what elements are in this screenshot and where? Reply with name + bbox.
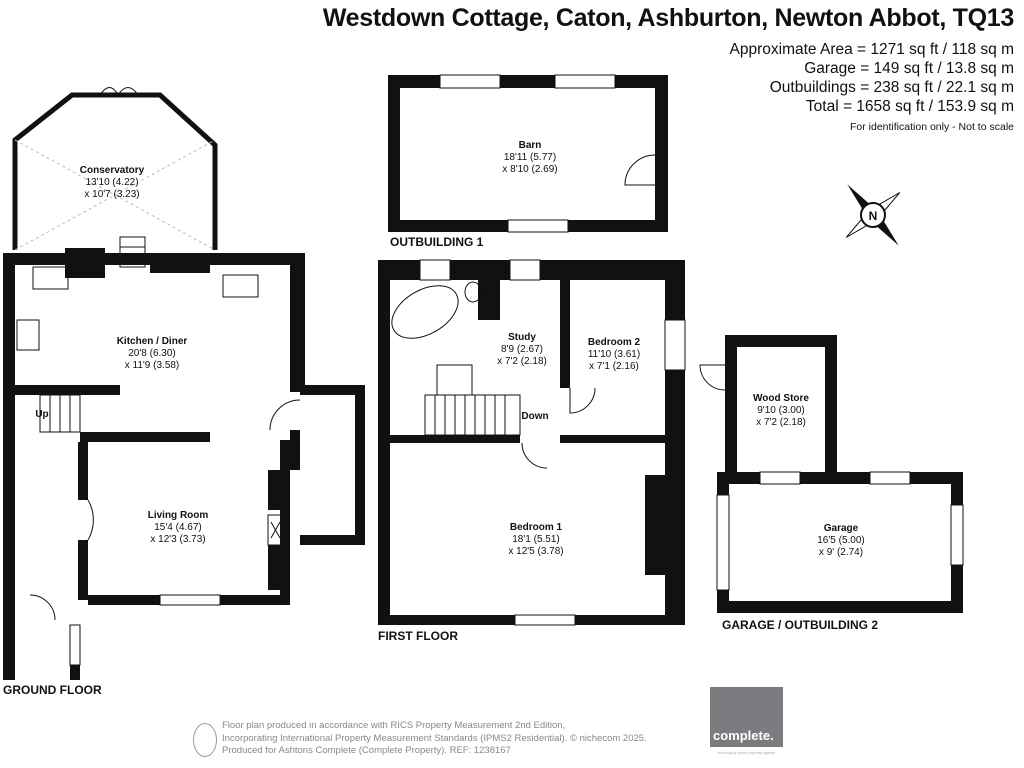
windows	[69, 74, 964, 666]
glazing-line	[14, 139, 216, 251]
svg-text:x 10'7 (3.23): x 10'7 (3.23)	[84, 189, 139, 200]
svg-text:16'5 (5.00): 16'5 (5.00)	[817, 535, 865, 546]
svg-text:x 7'2 (2.18): x 7'2 (2.18)	[756, 417, 806, 428]
svg-text:Garage: Garage	[824, 523, 859, 534]
room-barn: Barn 18'11 (5.77) x 8'10 (2.69)	[502, 140, 557, 175]
room-garage: Garage 16'5 (5.00) x 9' (2.74)	[817, 523, 865, 558]
svg-text:x 7'2 (2.18): x 7'2 (2.18)	[497, 356, 547, 367]
porch-walls	[3, 595, 80, 680]
footer-line: Produced for Ashtons Complete (Complete …	[222, 745, 511, 756]
svg-text:Wood Store: Wood Store	[753, 393, 809, 404]
footer-line: Incorporating International Property Mea…	[222, 732, 647, 744]
svg-text:x 7'1 (2.16): x 7'1 (2.16)	[589, 361, 639, 372]
room-study: Study 8'9 (2.67) x 7'2 (2.18)	[497, 332, 547, 367]
footer-line: Floor plan produced in accordance with R…	[222, 720, 566, 731]
floor-label-ground: GROUND FLOOR	[3, 683, 102, 697]
svg-text:18'11 (5.77): 18'11 (5.77)	[504, 152, 556, 163]
room-living: Living Room 15'4 (4.67) x 12'3 (3.73)	[148, 510, 209, 545]
bedroom2-wall	[560, 435, 665, 443]
complete-logo: complete.	[710, 687, 783, 747]
wall-block	[150, 253, 210, 273]
wood-store-walls	[725, 335, 837, 476]
svg-text:9'10 (3.00): 9'10 (3.00)	[757, 405, 805, 416]
walls	[3, 75, 963, 680]
svg-text:Kitchen / Diner: Kitchen / Diner	[117, 336, 188, 347]
side-extension-walls	[300, 385, 365, 545]
svg-text:Bedroom 2: Bedroom 2	[588, 337, 641, 348]
compass-icon	[845, 184, 901, 246]
chimney-breast	[645, 475, 665, 575]
area-line: Outbuildings = 238 sq ft / 22.1 sq m	[769, 79, 1014, 96]
logo-tagline: thoroughly good property agents	[717, 750, 776, 755]
svg-text:Living Room: Living Room	[148, 510, 209, 521]
svg-text:x 12'3 (3.73): x 12'3 (3.73)	[150, 534, 205, 545]
room-bedroom-1: Bedroom 1 18'1 (5.51) x 12'5 (3.78)	[508, 522, 563, 557]
landing-wall	[390, 435, 520, 443]
scale-note: For identification only - Not to scale	[850, 121, 1014, 133]
svg-text:x 9' (2.74): x 9' (2.74)	[819, 547, 863, 558]
floor-label-outbuilding-1: OUTBUILDING 1	[390, 235, 484, 249]
svg-text:x 11'9 (3.58): x 11'9 (3.58)	[125, 360, 180, 371]
svg-text:Conservatory: Conservatory	[80, 165, 145, 176]
ground-floor-walls	[3, 253, 305, 605]
person-icon	[193, 723, 217, 757]
svg-text:x 12'5 (3.78): x 12'5 (3.78)	[508, 546, 563, 557]
svg-text:8'9 (2.67): 8'9 (2.67)	[501, 344, 543, 355]
area-line: Total = 1658 sq ft / 153.9 sq m	[805, 98, 1014, 115]
footer-notes: Floor plan produced in accordance with R…	[222, 720, 647, 758]
study-bedroom2-wall	[560, 280, 570, 388]
svg-text:11'10 (3.61): 11'10 (3.61)	[588, 349, 640, 360]
doors	[29, 87, 726, 621]
svg-text:18'1 (5.51): 18'1 (5.51)	[512, 534, 560, 545]
stairs-up-label: Up	[35, 409, 48, 420]
room-wood-store: Wood Store 9'10 (3.00) x 7'2 (2.18)	[753, 393, 809, 428]
fixtures	[16, 266, 482, 546]
svg-text:Study: Study	[508, 332, 536, 343]
compass-label: N	[869, 209, 878, 223]
area-summary: Approximate Area = 1271 sq ft / 118 sq m…	[730, 40, 1014, 116]
svg-text:Barn: Barn	[519, 140, 542, 151]
chimney	[65, 248, 105, 278]
room-conservatory: Conservatory 13'10 (4.22) x 10'7 (3.23)	[80, 165, 145, 200]
property-title: Westdown Cottage, Caton, Ashburton, Newt…	[322, 4, 1014, 32]
svg-text:20'8 (6.30): 20'8 (6.30)	[128, 348, 176, 359]
area-line: Garage = 149 sq ft / 13.8 sq m	[804, 60, 1014, 77]
room-kitchen: Kitchen / Diner 20'8 (6.30) x 11'9 (3.58…	[117, 336, 188, 371]
svg-text:x 8'10 (2.69): x 8'10 (2.69)	[502, 164, 557, 175]
svg-text:Bedroom 1: Bedroom 1	[510, 522, 563, 533]
floor-label-garage: GARAGE / OUTBUILDING 2	[722, 618, 878, 632]
svg-text:15'4 (4.67): 15'4 (4.67)	[154, 522, 202, 533]
floor-label-first: FIRST FLOOR	[378, 629, 458, 643]
conservatory-walls	[12, 92, 218, 250]
room-bedroom-2: Bedroom 2 11'10 (3.61) x 7'1 (2.16)	[588, 337, 641, 372]
svg-text:13'10 (4.22): 13'10 (4.22)	[85, 177, 138, 188]
stairs-down-label: Down	[521, 411, 548, 422]
wall-block	[478, 280, 500, 320]
area-line: Approximate Area = 1271 sq ft / 118 sq m	[729, 41, 1014, 58]
